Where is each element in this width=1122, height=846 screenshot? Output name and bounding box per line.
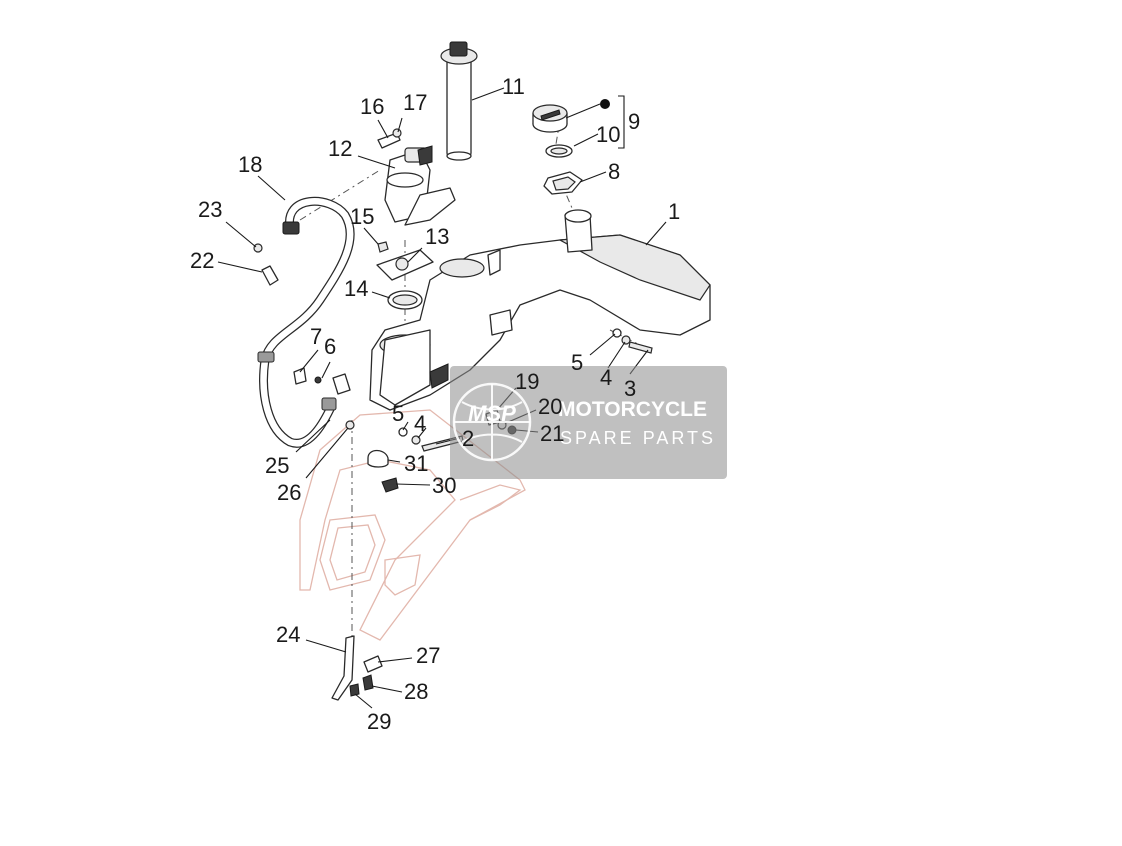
fuel-pump	[384, 145, 456, 226]
callout-13: 13	[425, 224, 449, 249]
callout-9: 9	[628, 109, 640, 134]
filler-gasket	[543, 171, 583, 195]
callout-14: 14	[344, 276, 368, 301]
callout-7: 7	[310, 324, 322, 349]
callout-31: 31	[404, 451, 428, 476]
callout-5-lower: 5	[392, 401, 404, 426]
callout-4-upper: 4	[600, 365, 612, 390]
callout-5-upper: 5	[571, 350, 583, 375]
callout-8: 8	[608, 159, 620, 184]
nut-15	[377, 241, 389, 253]
callout-20: 20	[538, 394, 562, 419]
callout-15: 15	[350, 204, 374, 229]
callout-21: 21	[540, 421, 564, 446]
cap-seal	[545, 144, 573, 158]
washer-4-upper	[621, 335, 631, 345]
pump-gasket	[387, 290, 423, 310]
watermark: MSP MOTORCYCLE SPARE PARTS	[450, 366, 727, 479]
screw-17	[392, 128, 402, 138]
callout-3: 3	[624, 376, 636, 401]
fuel-hose	[257, 196, 355, 448]
callout-19: 19	[515, 369, 539, 394]
callout-6: 6	[324, 334, 336, 359]
callout-11: 11	[502, 74, 525, 99]
pump-plate	[376, 249, 434, 281]
screw-28	[362, 674, 374, 691]
clip-7	[293, 367, 307, 385]
callout-23: 23	[198, 197, 222, 222]
callout-4-lower: 4	[414, 411, 426, 436]
callout-17: 17	[403, 90, 427, 115]
washer-5-lower	[398, 427, 408, 437]
callout-30: 30	[432, 473, 456, 498]
callout-18: 18	[238, 152, 262, 177]
callout-labels: 1 2 3 4 4 5 5 6 7 8 9 10 11 12 13 14 15 …	[190, 74, 680, 734]
washer-5-upper	[612, 328, 622, 338]
watermark-line2: SPARE PARTS	[560, 428, 716, 448]
callout-25: 25	[265, 453, 289, 478]
callout-10: 10	[596, 122, 620, 147]
screw-26	[345, 420, 355, 430]
nut-29	[349, 683, 360, 697]
callout-24: 24	[276, 622, 300, 647]
watermark-line1: MOTORCYCLE	[558, 398, 707, 421]
callout-26: 26	[277, 480, 301, 505]
callout-28: 28	[404, 679, 428, 704]
leader-lines	[217, 87, 667, 709]
clamp-31	[367, 449, 389, 468]
callout-29: 29	[367, 709, 391, 734]
bracket-24	[331, 635, 355, 701]
fuel-cap	[532, 99, 610, 133]
callout-27: 27	[416, 643, 440, 668]
watermark-logo: MSP	[468, 401, 516, 426]
clamp-23	[253, 243, 263, 253]
frame-ghost-outline	[299, 409, 526, 641]
callout-16: 16	[360, 94, 384, 119]
callout-22: 22	[190, 248, 214, 273]
clip-22	[261, 265, 279, 286]
connector-30	[381, 477, 399, 493]
valve-6	[314, 373, 351, 395]
callout-12: 12	[328, 136, 352, 161]
bolt-3	[628, 341, 653, 354]
fuel-level-sender	[440, 41, 478, 161]
callout-1: 1	[668, 199, 680, 224]
callout-2: 2	[462, 426, 474, 451]
switch-27	[363, 655, 383, 673]
